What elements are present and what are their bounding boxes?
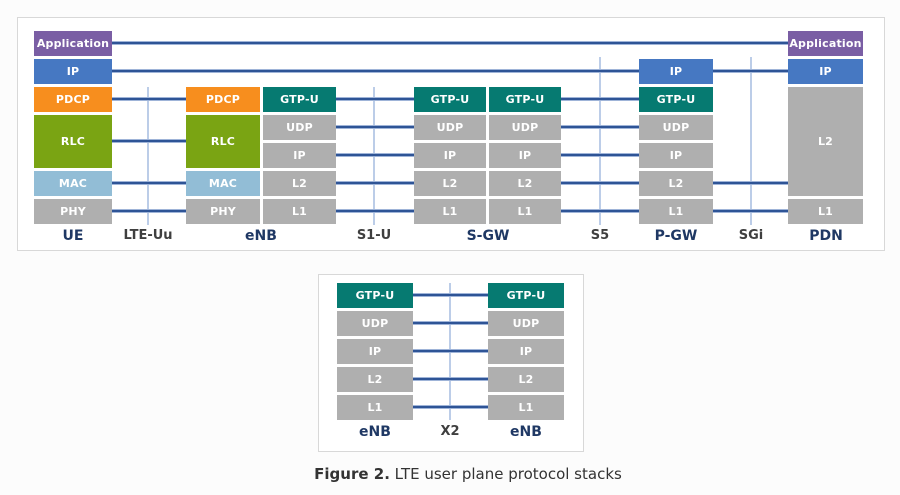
protocol-block-phy: PHY xyxy=(34,199,112,224)
protocol-block-l1: L1 xyxy=(639,199,713,224)
interface-line-lte-uu xyxy=(147,87,149,225)
figure-caption-text: LTE user plane protocol stacks xyxy=(389,465,622,483)
protocol-block-gtp-u: GTP-U xyxy=(489,87,561,112)
protocol-block-pdcp: PDCP xyxy=(34,87,112,112)
peer-link-line xyxy=(713,209,788,213)
protocol-block-udp: UDP xyxy=(639,115,713,140)
interface-line-sgi xyxy=(750,57,752,225)
interface-label-lte-uu: LTE-Uu xyxy=(123,228,173,243)
node-label-pdn: PDN xyxy=(809,228,843,244)
node-label-p-gw: P-GW xyxy=(654,228,698,244)
protocol-block-ip: IP xyxy=(489,143,561,168)
peer-link-line xyxy=(112,41,788,45)
figure-caption: Figure 2. LTE user plane protocol stacks xyxy=(36,464,900,484)
protocol-block-l2: L2 xyxy=(639,171,713,196)
peer-link-line xyxy=(336,209,414,213)
protocol-block-udp: UDP xyxy=(488,311,564,336)
protocol-block-ip: IP xyxy=(788,59,863,84)
protocol-block-ip: IP xyxy=(337,339,413,364)
interface-label-x2: X2 xyxy=(440,424,460,439)
protocol-block-l1: L1 xyxy=(788,199,863,224)
peer-link-line xyxy=(413,321,488,325)
protocol-block-udp: UDP xyxy=(414,115,486,140)
protocol-block-ip: IP xyxy=(639,59,713,84)
protocol-block-application: Application xyxy=(34,31,112,56)
protocol-block-udp: UDP xyxy=(337,311,413,336)
peer-link-line xyxy=(112,209,186,213)
node-label-enb: eNB xyxy=(245,228,277,244)
protocol-block-l2: L2 xyxy=(488,367,564,392)
node-label-s-gw: S-GW xyxy=(466,228,510,244)
figure-caption-number: Figure 2. xyxy=(314,465,390,483)
peer-link-line xyxy=(336,125,414,129)
protocol-block-rlc: RLC xyxy=(34,115,112,168)
protocol-block-gtp-u: GTP-U xyxy=(263,87,336,112)
protocol-block-phy: PHY xyxy=(186,199,260,224)
protocol-block-gtp-u: GTP-U xyxy=(639,87,713,112)
protocol-block-pdcp: PDCP xyxy=(186,87,260,112)
peer-link-line xyxy=(413,405,488,409)
interface-label-s5: S5 xyxy=(590,228,610,243)
protocol-block-l1: L1 xyxy=(489,199,561,224)
peer-link-line xyxy=(561,97,639,101)
peer-link-line xyxy=(561,153,639,157)
peer-link-line xyxy=(336,181,414,185)
peer-link-line xyxy=(561,125,639,129)
protocol-block-l1: L1 xyxy=(414,199,486,224)
protocol-block-l1: L1 xyxy=(263,199,336,224)
peer-link-line xyxy=(336,153,414,157)
protocol-block-l2: L2 xyxy=(788,87,863,196)
protocol-block-ip: IP xyxy=(639,143,713,168)
node-label-ue: UE xyxy=(62,228,84,244)
protocol-block-udp: UDP xyxy=(263,115,336,140)
protocol-block-gtp-u: GTP-U xyxy=(414,87,486,112)
interface-line-s5 xyxy=(599,57,601,225)
protocol-block-mac: MAC xyxy=(186,171,260,196)
protocol-block-gtp-u: GTP-U xyxy=(337,283,413,308)
protocol-block-l2: L2 xyxy=(414,171,486,196)
peer-link-line xyxy=(112,139,186,143)
peer-link-line xyxy=(336,97,414,101)
protocol-block-ip: IP xyxy=(488,339,564,364)
peer-link-line xyxy=(112,181,186,185)
interface-label-sgi: SGi xyxy=(738,228,764,243)
peer-link-line xyxy=(561,181,639,185)
protocol-block-udp: UDP xyxy=(489,115,561,140)
protocol-block-gtp-u: GTP-U xyxy=(488,283,564,308)
node-label-enb: eNB xyxy=(510,424,542,440)
protocol-block-l2: L2 xyxy=(489,171,561,196)
peer-link-line xyxy=(413,349,488,353)
protocol-block-ip: IP xyxy=(34,59,112,84)
protocol-block-ip: IP xyxy=(414,143,486,168)
protocol-block-application: Application xyxy=(788,31,863,56)
node-label-enb: eNB xyxy=(359,424,391,440)
peer-link-line xyxy=(112,97,186,101)
interface-label-s1-u: S1-U xyxy=(356,228,392,243)
peer-link-line xyxy=(413,377,488,381)
peer-link-line xyxy=(713,69,788,73)
peer-link-line xyxy=(413,293,488,297)
protocol-block-l2: L2 xyxy=(337,367,413,392)
peer-link-line xyxy=(112,69,639,73)
peer-link-line xyxy=(713,181,788,185)
protocol-block-l1: L1 xyxy=(337,395,413,420)
protocol-block-mac: MAC xyxy=(34,171,112,196)
protocol-block-l1: L1 xyxy=(488,395,564,420)
peer-link-line xyxy=(561,209,639,213)
protocol-block-l2: L2 xyxy=(263,171,336,196)
protocol-block-ip: IP xyxy=(263,143,336,168)
protocol-block-rlc: RLC xyxy=(186,115,260,168)
